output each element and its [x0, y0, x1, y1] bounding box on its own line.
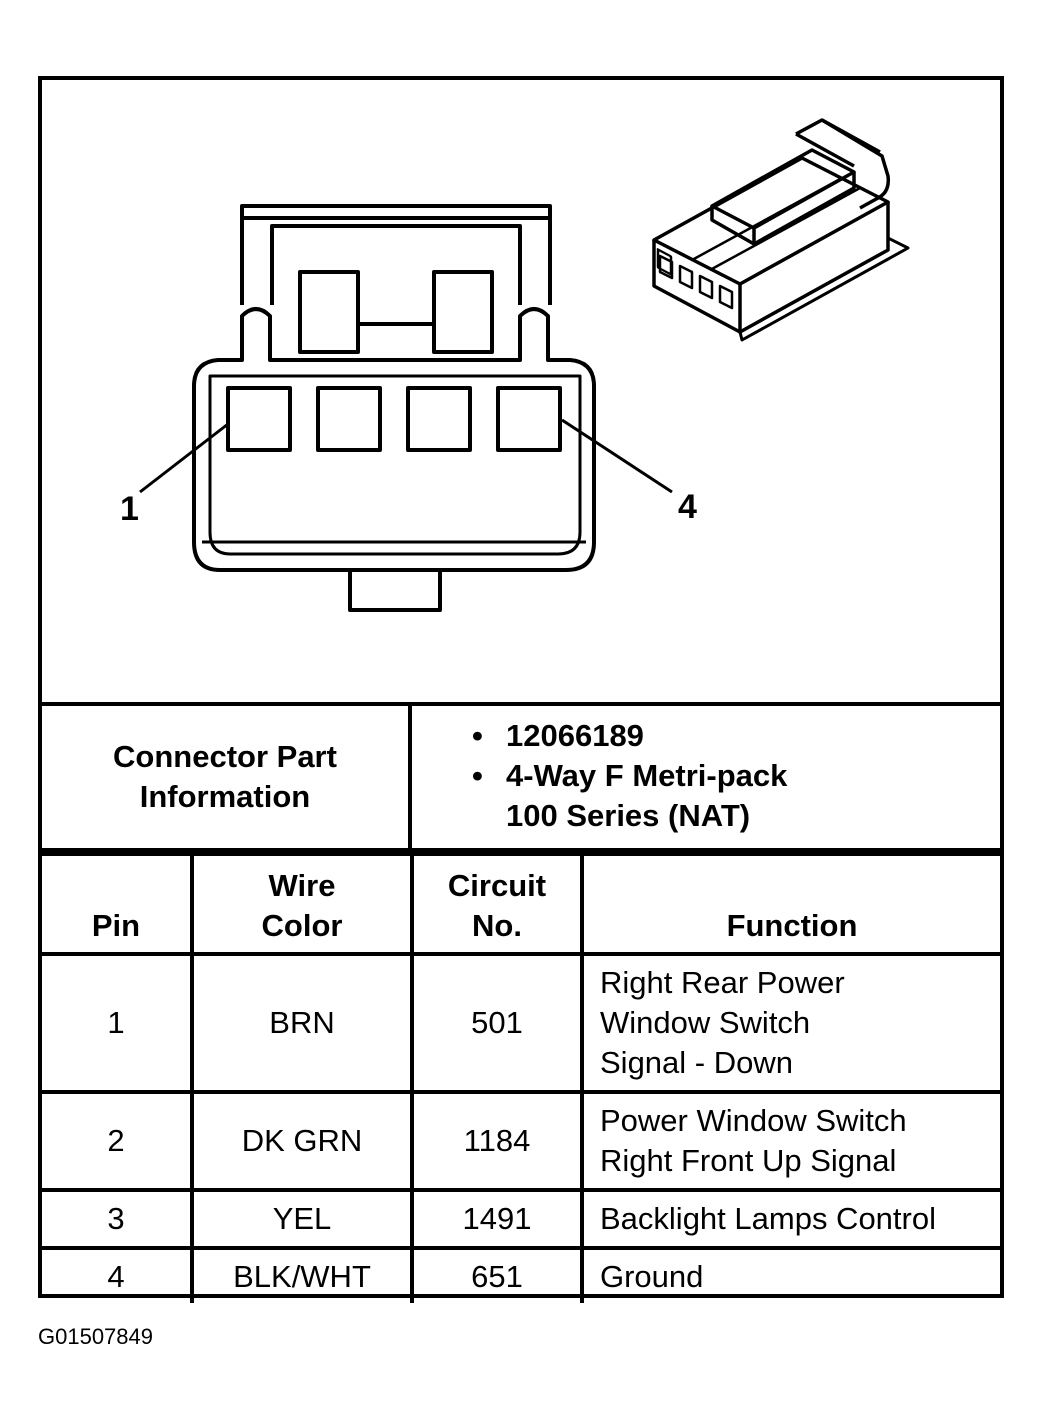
- cell-wire-color: BRN: [190, 952, 414, 1094]
- cell-function: Power Window Switch Right Front Up Signa…: [580, 1090, 1000, 1192]
- connector-drawing: [139, 118, 910, 612]
- table-row: 3 YEL 1491 Backlight Lamps Control: [42, 1188, 1000, 1250]
- header-wire-color: Wire Color: [190, 852, 414, 956]
- pin-4-callout: 4: [678, 488, 697, 526]
- table-row: 4 BLK/WHT 651 Ground: [42, 1246, 1000, 1303]
- cell-circuit-no: 651: [410, 1246, 584, 1303]
- cell-circuit-no: 501: [410, 952, 584, 1094]
- cell-pin: 4: [42, 1246, 194, 1303]
- cell-wire-color: BLK/WHT: [190, 1246, 414, 1303]
- cell-circuit-no: 1184: [410, 1090, 584, 1192]
- cell-function: Right Rear Power Window Switch Signal - …: [580, 952, 1000, 1094]
- cell-circuit-no: 1491: [410, 1188, 584, 1250]
- pin-1-callout: 1: [120, 490, 139, 528]
- connector-part-info: Connector Part Information 12066189 4-Wa…: [42, 702, 1000, 852]
- pin-cavity-1: [226, 386, 292, 452]
- table-header-row: Pin Wire Color Circuit No. Function: [42, 852, 1000, 956]
- figure-code: G01507849: [38, 1324, 153, 1349]
- isometric-pin-openings: [658, 254, 734, 310]
- connector-front-view: [139, 204, 673, 612]
- cell-function: Backlight Lamps Control: [580, 1188, 1000, 1250]
- part-info-label-cell: Connector Part Information: [42, 706, 412, 848]
- pin-cavity-2: [316, 386, 382, 452]
- pinout-table: Pin Wire Color Circuit No. Function 1 BR…: [42, 852, 1000, 1303]
- table-row: 1 BRN 501 Right Rear Power Window Switch…: [42, 952, 1000, 1094]
- connector-type: 4-Way F Metri-pack: [472, 756, 1000, 796]
- cell-pin: 3: [42, 1188, 194, 1250]
- part-number: 12066189: [472, 716, 1000, 756]
- pin-cavity-3: [406, 386, 472, 452]
- part-info-label: Connector Part Information: [113, 739, 337, 814]
- pin-1-leader: [139, 422, 229, 494]
- part-info-values: 12066189 4-Way F Metri-pack 100 Series (…: [412, 706, 1000, 848]
- header-function: Function: [580, 852, 1000, 956]
- connector-series: 100 Series (NAT): [506, 798, 751, 833]
- table-row: 2 DK GRN 1184 Power Window Switch Right …: [42, 1090, 1000, 1192]
- cell-wire-color: DK GRN: [190, 1090, 414, 1192]
- connector-isometric-view: [652, 118, 910, 342]
- cell-pin: 2: [42, 1090, 194, 1192]
- header-pin: Pin: [42, 852, 194, 956]
- pin-cavity-4: [496, 386, 562, 452]
- header-circuit-no: Circuit No.: [410, 852, 584, 956]
- diagram-frame: 1 4 Connector Part Information 12066189 …: [38, 76, 1004, 1303]
- cell-function: Ground: [580, 1246, 1000, 1303]
- cell-wire-color: YEL: [190, 1188, 414, 1250]
- cell-pin: 1: [42, 952, 194, 1094]
- pin-4-leader: [561, 418, 673, 494]
